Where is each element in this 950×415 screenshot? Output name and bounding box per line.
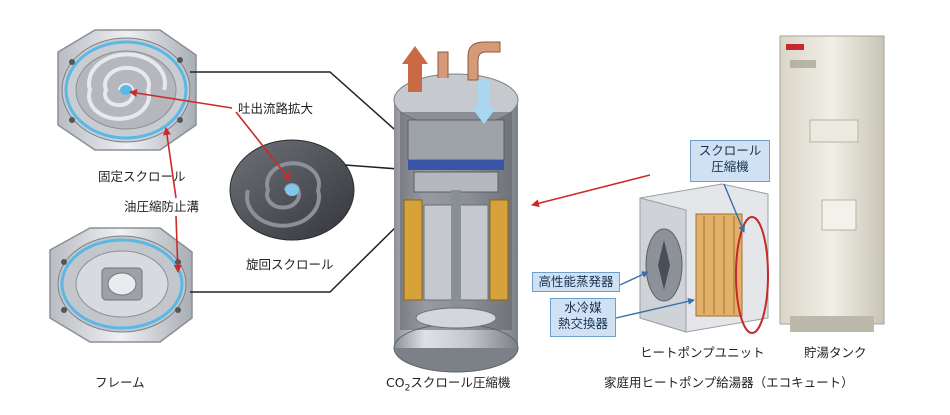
red-arrows (129, 89, 651, 273)
compressor-label-subscript: 2 (404, 383, 411, 394)
system-label: 家庭用ヒートポンプ給湯器（エコキュート） (604, 375, 854, 390)
evaporator-callout: 高性能蒸発器 (532, 272, 620, 292)
orbiting-scroll-label: 旋回スクロール (246, 257, 334, 272)
discharge-label: 吐出流路拡大 (238, 101, 314, 116)
compressor-label: CO2スクロール圧縮機 (386, 372, 510, 394)
compressor-label-suffix: スクロール圧縮機 (410, 375, 511, 390)
heat-exchanger-callout-line1: 水冷媒 (564, 300, 602, 315)
heat-pump-unit-label: ヒートポンプユニット (640, 345, 765, 360)
heat-pump-unit-image (615, 183, 769, 334)
hot-water-tank-image (779, 35, 885, 332)
tank-label: 貯湯タンク (804, 345, 867, 360)
fixed-scroll-label: 固定スクロール (98, 169, 186, 184)
scroll-compressor-callout-line2: 圧縮機 (711, 159, 749, 174)
orbiting-scroll-image (229, 139, 355, 241)
heat-exchanger-callout: 水冷媒 熱交換器 (550, 298, 616, 337)
frame-image (49, 227, 193, 343)
compressor-label-prefix: CO (386, 375, 405, 390)
heat-exchanger-callout-line2: 熱交換器 (557, 316, 608, 331)
oil-groove-label: 油圧縮防止溝 (124, 199, 200, 214)
fixed-scroll-image (57, 29, 197, 151)
compressor-cutaway-image (393, 41, 519, 373)
scroll-compressor-callout-line1: スクロール (698, 143, 762, 158)
frame-label: フレーム (95, 375, 145, 390)
scroll-compressor-callout: スクロール 圧縮機 (690, 140, 770, 182)
